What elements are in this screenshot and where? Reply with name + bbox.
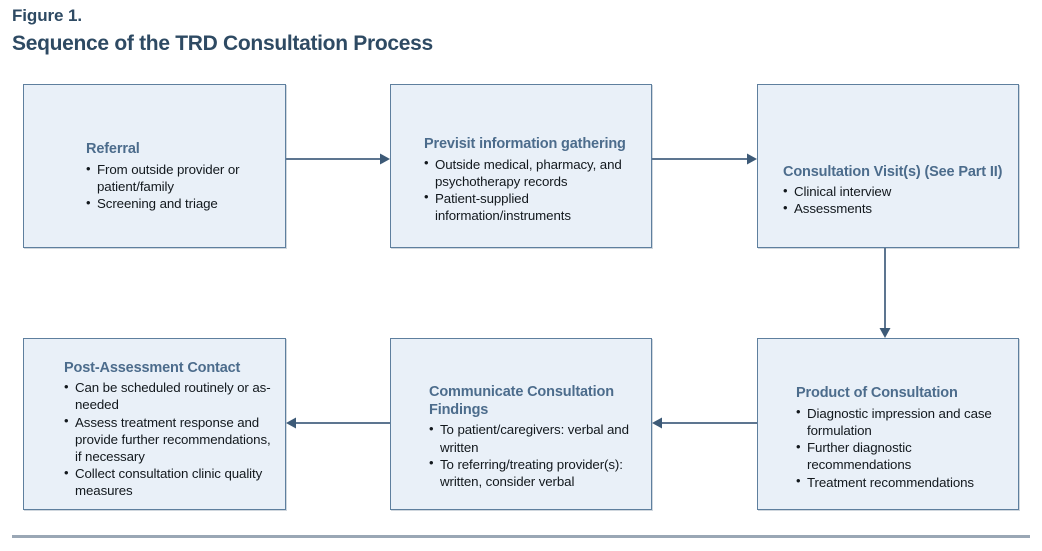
node-consultation-visit-title: Consultation Visit(s) (See Part II)	[783, 163, 1003, 180]
node-product-of-consultation-title: Product of Consultation	[796, 385, 958, 402]
list-item: Diagnostic impression and case formulati…	[796, 404, 1004, 439]
list-item: Assessments	[783, 200, 1004, 217]
figure-title: Sequence of the TRD Consultation Process	[12, 32, 433, 55]
list-item: Clinical interview	[783, 183, 1004, 200]
list-item: From outside provider or patient/family	[86, 161, 271, 195]
arrow-previsit-to-consultation-visit	[652, 152, 757, 166]
node-product-of-consultation: Product of Consultation Diagnostic impre…	[757, 338, 1019, 510]
list-item: Further diagnostic recommendations	[796, 439, 1004, 473]
node-previsit-list: Outside medical, pharmacy, and psychothe…	[424, 155, 637, 225]
node-referral-title: Referral	[86, 141, 140, 158]
list-item: Patient-supplied information/instruments	[424, 189, 637, 224]
node-post-assessment-contact-list: Can be scheduled routinely or as-needed …	[64, 379, 271, 499]
node-consultation-visit-list: Clinical interview Assessments	[783, 183, 1004, 217]
node-post-assessment-contact-title: Post-Assessment Contact	[64, 359, 241, 376]
list-item: To referring/treating provider(s): writt…	[429, 455, 637, 490]
footer-divider	[12, 535, 1030, 538]
arrow-communicate-findings-to-post-assessment	[286, 416, 390, 430]
list-item: Outside medical, pharmacy, and psychothe…	[424, 155, 637, 190]
list-item: Collect consultation clinic quality meas…	[64, 465, 271, 499]
arrow-referral-to-previsit	[286, 152, 390, 166]
list-item: To patient/caregivers: verbal and writte…	[429, 421, 637, 455]
list-item: Treatment recommendations	[796, 473, 1004, 491]
node-consultation-visit: Consultation Visit(s) (See Part II) Clin…	[757, 84, 1019, 248]
figure-label: Figure 1.	[12, 6, 82, 25]
node-referral: Referral From outside provider or patien…	[23, 84, 286, 248]
arrow-consultation-visit-to-product	[878, 248, 892, 338]
list-item: Screening and triage	[86, 195, 271, 212]
node-referral-list: From outside provider or patient/family …	[86, 161, 271, 212]
node-communicate-findings: Communicate Consultation Findings To pat…	[390, 338, 652, 510]
node-communicate-findings-title: Communicate Consultation Findings	[429, 384, 614, 418]
node-product-of-consultation-list: Diagnostic impression and case formulati…	[796, 404, 1004, 491]
arrow-product-to-communicate-findings	[652, 416, 757, 430]
list-item: Can be scheduled routinely or as-needed	[64, 379, 271, 413]
node-previsit-title: Previsit information gathering	[424, 135, 626, 152]
node-communicate-findings-list: To patient/caregivers: verbal and writte…	[429, 421, 637, 490]
node-previsit: Previsit information gathering Outside m…	[390, 84, 652, 248]
node-post-assessment-contact: Post-Assessment Contact Can be scheduled…	[23, 338, 286, 510]
list-item: Assess treatment response and provide fu…	[64, 413, 271, 465]
